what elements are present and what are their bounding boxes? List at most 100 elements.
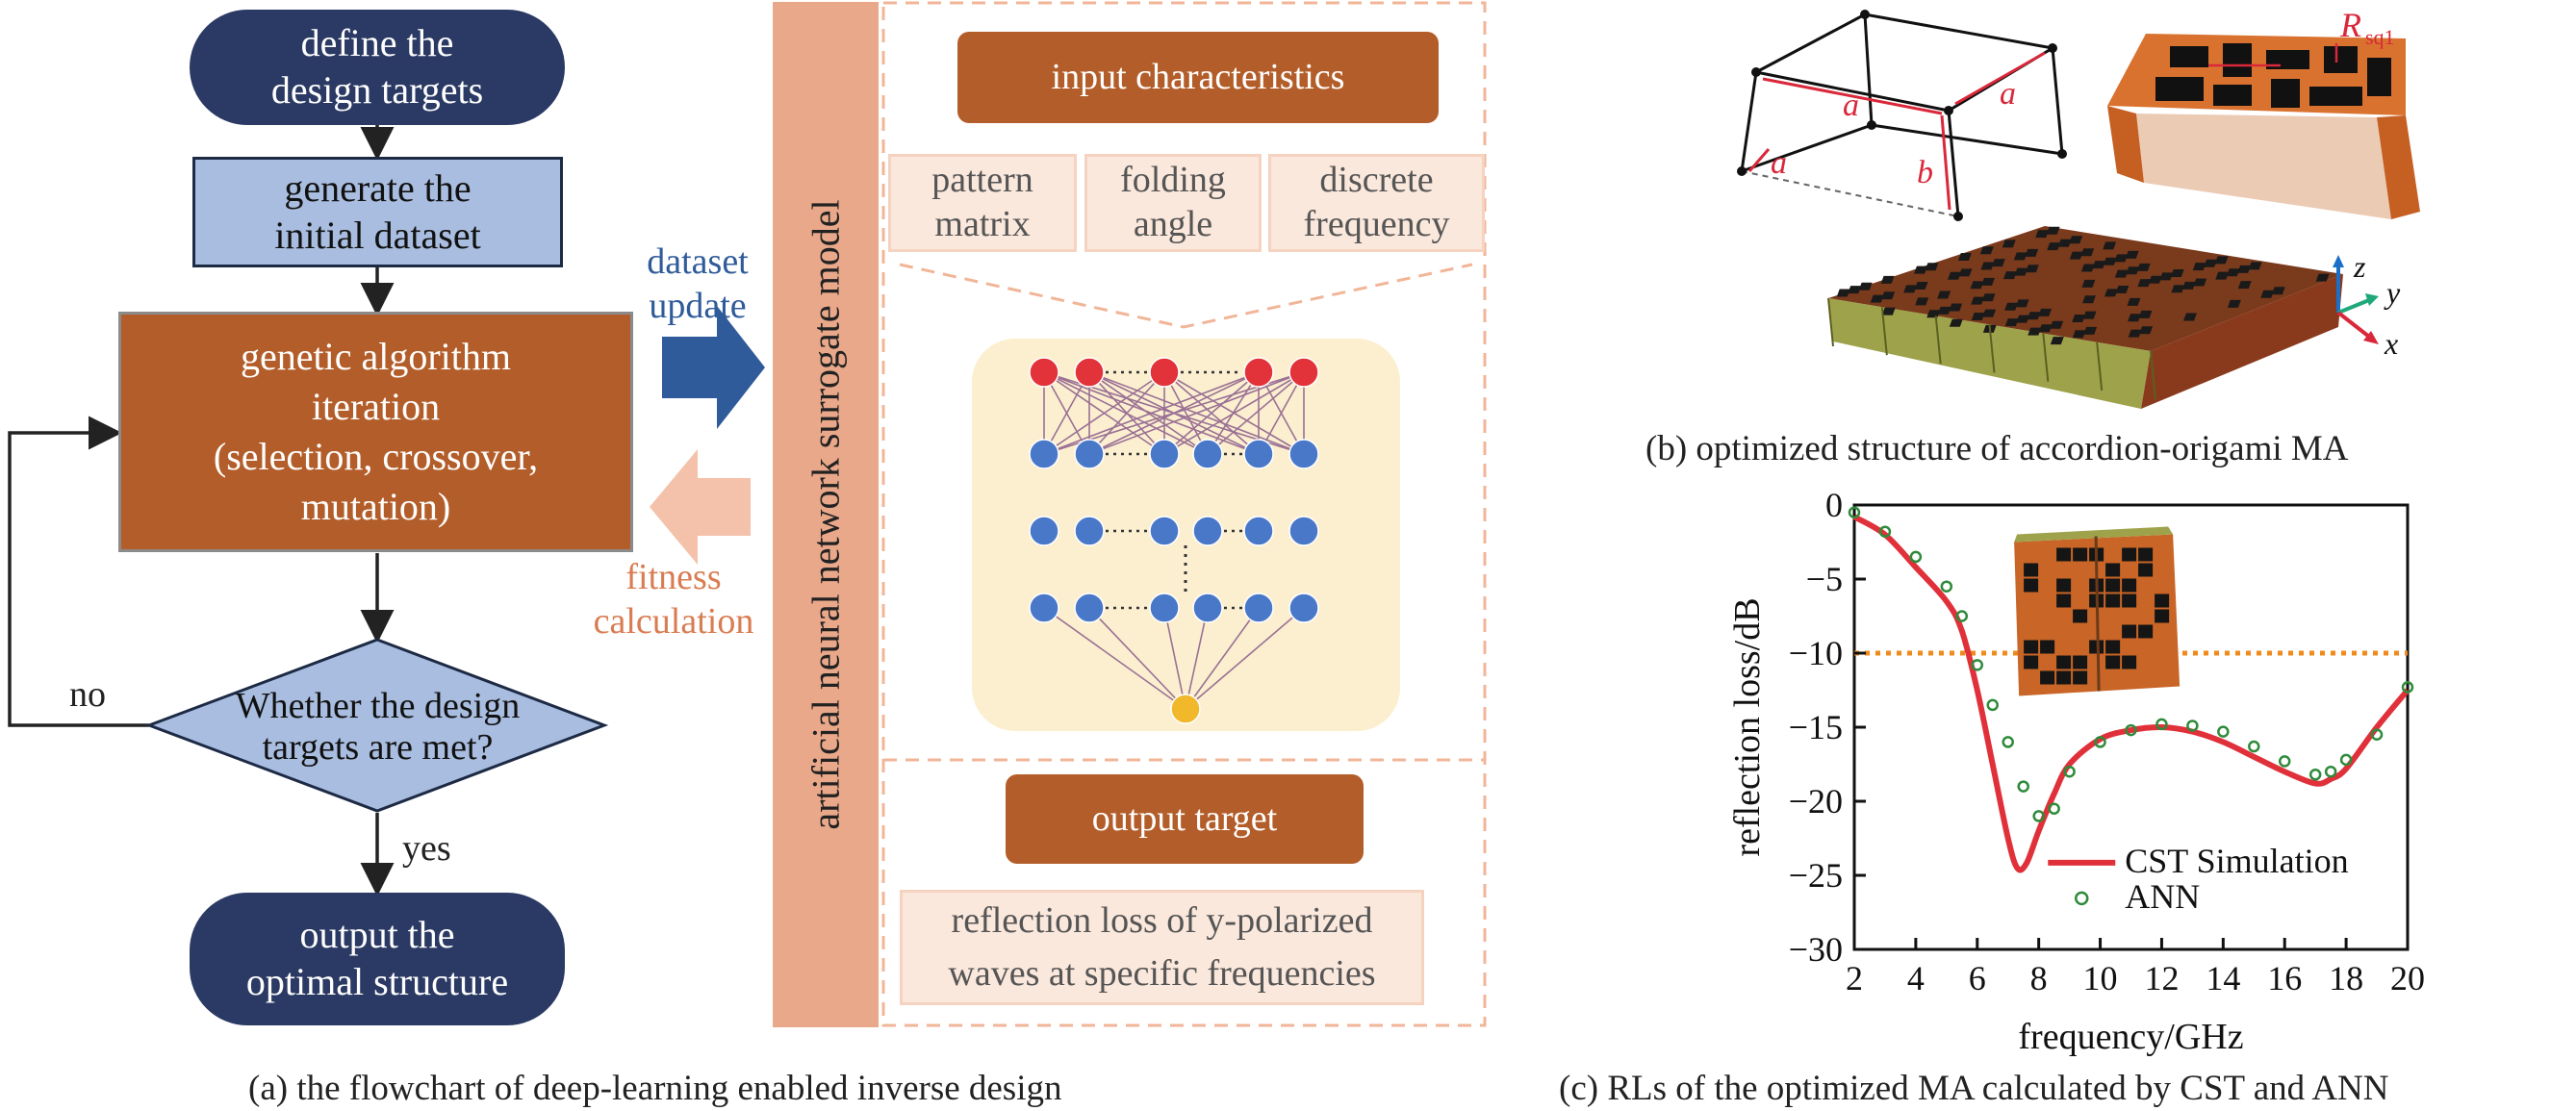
nn-neuron bbox=[1243, 439, 1274, 469]
nn-neuron bbox=[1243, 516, 1274, 546]
flowchart-connectors bbox=[8, 123, 765, 896]
dataset-update-line-1: dataset bbox=[647, 241, 749, 282]
series-layer bbox=[1848, 506, 2414, 873]
arrow-no-loop bbox=[8, 416, 149, 727]
x-axis-label: frequency/GHz bbox=[2018, 1017, 2243, 1057]
label-a-3: a bbox=[1771, 145, 1787, 181]
x-tick-label: 16 bbox=[2267, 959, 2302, 997]
legend-cst-label: CST Simulation bbox=[2125, 842, 2348, 880]
ga-line-3: (selection, crossover, bbox=[213, 435, 539, 478]
nn-neuron bbox=[1192, 593, 1223, 623]
decision-diamond bbox=[144, 638, 609, 813]
nn-neuron bbox=[1243, 357, 1274, 388]
y-axis-label: reflection loss/dB bbox=[1727, 597, 1768, 856]
y-tick-label: −30 bbox=[1789, 930, 1843, 969]
nn-neuron bbox=[1074, 357, 1105, 388]
caption-b: (b) optimized structure of accordion-ori… bbox=[1645, 429, 2349, 468]
nn-neuron bbox=[1149, 593, 1180, 623]
caption-a: (a) the flowchart of deep-learning enabl… bbox=[248, 1069, 1062, 1108]
nn-neuron bbox=[1029, 357, 1059, 388]
series-ann-point bbox=[2248, 740, 2260, 753]
series-ann-point bbox=[2032, 810, 2045, 822]
nn-neuron bbox=[1029, 439, 1059, 469]
x-tick-label: 18 bbox=[2329, 959, 2363, 997]
start-line-1: define the bbox=[300, 21, 454, 65]
nn-neuron bbox=[1149, 516, 1180, 546]
ann-frame bbox=[881, 1, 1487, 1027]
series-ann-point bbox=[2186, 720, 2199, 732]
fitness-line-1: fitness bbox=[625, 557, 722, 597]
nn-neuron bbox=[1288, 357, 1319, 388]
axis-x-label: x bbox=[2384, 326, 2398, 361]
series-ann-point bbox=[1909, 550, 1923, 564]
dataset-update-arrow bbox=[662, 306, 765, 429]
nn-neuron bbox=[1288, 439, 1319, 469]
frequency-line-2: frequency bbox=[1303, 204, 1450, 244]
nn-neuron bbox=[1029, 516, 1059, 546]
series-ann-point bbox=[2324, 765, 2337, 778]
nn-neuron bbox=[1170, 694, 1201, 724]
label-a-2: a bbox=[2000, 76, 2016, 112]
end-line-1: output the bbox=[299, 913, 455, 957]
ga-line-1: genetic algorithm bbox=[240, 335, 511, 378]
pattern-line-2: matrix bbox=[934, 204, 1031, 244]
absorber-array bbox=[1827, 226, 2343, 409]
nn-neuron bbox=[1192, 516, 1223, 546]
series-ann-point bbox=[1971, 659, 1984, 671]
x-tick-label: 10 bbox=[2083, 959, 2118, 997]
nn-neuron bbox=[1288, 593, 1319, 623]
nn-neuron bbox=[1149, 357, 1180, 388]
legend-ann-label: ANN bbox=[2125, 877, 2200, 916]
series-ann-point bbox=[2094, 736, 2106, 748]
x-tick-label: 12 bbox=[2144, 959, 2179, 997]
end-line-2: optimal structure bbox=[245, 960, 509, 1003]
nn-neuron bbox=[1074, 439, 1105, 469]
series-ann-point bbox=[2017, 780, 2029, 793]
input-characteristics-box: input characteristics bbox=[957, 32, 1439, 123]
y-tick-label: −25 bbox=[1789, 856, 1843, 895]
series-ann-point bbox=[2217, 725, 2230, 738]
series-ann-point bbox=[2125, 723, 2137, 737]
series-ann-point bbox=[2401, 681, 2414, 694]
inset-unit-cell bbox=[2014, 526, 2181, 696]
genetic-algorithm-box: genetic algorithm iteration (selection, … bbox=[118, 312, 633, 552]
decision-line-1: Whether the design bbox=[235, 686, 521, 727]
series-ann-point bbox=[1986, 698, 1999, 712]
series-ann-point bbox=[2308, 769, 2322, 781]
folding-line-1: folding bbox=[1120, 160, 1226, 201]
fitness-line-2: calculation bbox=[593, 600, 754, 642]
axis-z-label: z bbox=[2353, 249, 2366, 284]
legend-ann-swatch bbox=[2075, 891, 2089, 906]
y-tick-label: −15 bbox=[1789, 708, 1843, 746]
series-ann-point bbox=[1848, 506, 1861, 518]
label-a-1: a bbox=[1843, 88, 1859, 123]
label-r-sub: sq1 bbox=[2365, 25, 2395, 49]
fitness-arrow bbox=[650, 449, 751, 565]
series-ann-point bbox=[2339, 753, 2353, 767]
nn-neuron bbox=[1074, 593, 1105, 623]
series-ann-point bbox=[2063, 765, 2076, 778]
unit-cell-wireframe: a a a b bbox=[1737, 10, 2067, 221]
neural-network-diagram bbox=[972, 339, 1400, 731]
nn-neuron bbox=[1288, 516, 1319, 546]
start-line-2: design targets bbox=[270, 68, 484, 112]
nn-neuron bbox=[1029, 593, 1059, 623]
yes-label: yes bbox=[402, 828, 451, 869]
series-cst-simulation-line bbox=[1852, 514, 2410, 873]
fitness-label: fitness calculation bbox=[568, 556, 779, 644]
y-tick-label: −5 bbox=[1806, 560, 1843, 598]
series-ann-point bbox=[2002, 736, 2014, 748]
x-tick-label: 6 bbox=[1969, 959, 1986, 997]
nn-neuron bbox=[1074, 516, 1105, 546]
output-target-box: output target bbox=[1006, 774, 1364, 864]
series-ann-point bbox=[1940, 580, 1953, 593]
folding-line-2: angle bbox=[1133, 204, 1213, 244]
